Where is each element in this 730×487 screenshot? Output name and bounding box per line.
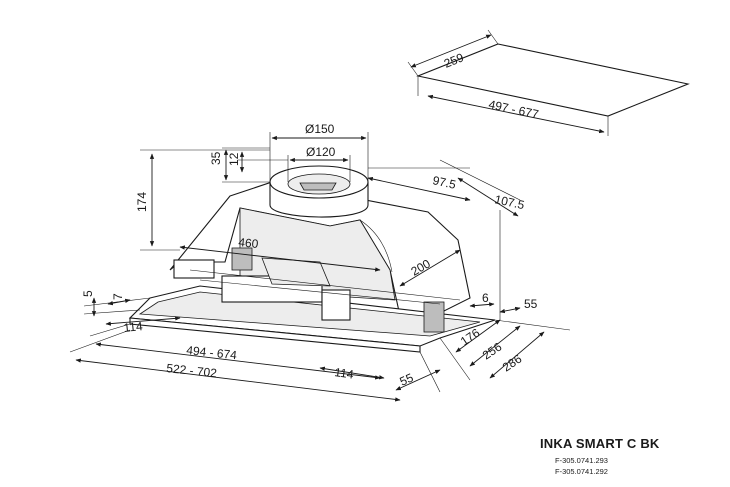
product-name: INKA SMART C BK xyxy=(540,436,660,451)
dim-body-height: 174 xyxy=(135,192,149,212)
dim-front-edge: 55 xyxy=(398,370,416,388)
hood-body xyxy=(128,165,496,353)
dim-depth-c: 286 xyxy=(500,352,525,375)
dim-outlet-offset-b: 107.5 xyxy=(493,192,526,212)
dim-total-width: 522 - 702 xyxy=(166,361,218,380)
dim-flange-left: 7 xyxy=(111,293,125,300)
product-code: F-305.0741.292 xyxy=(555,467,608,476)
dim-flange-h: 5 xyxy=(81,290,95,297)
dim-front-inset: 114 xyxy=(334,365,355,382)
dim-collar-height: 35 xyxy=(209,151,223,165)
dim-left-inset: 114 xyxy=(123,319,144,335)
dim-outlet-inner: Ø120 xyxy=(306,145,336,159)
dim-right-gap: 6 xyxy=(482,291,489,305)
dim-depth-b: 256 xyxy=(480,340,505,363)
dimension-lines xyxy=(69,132,571,402)
product-code: F-305.0741.293 xyxy=(555,456,608,465)
dim-body-width: 460 xyxy=(238,235,260,251)
dim-right-edge: 55 xyxy=(524,297,538,311)
dim-panel-width: 497 - 677 xyxy=(487,97,540,121)
dim-outlet-offset-a: 97.5 xyxy=(431,173,457,192)
ceiling-panel xyxy=(407,29,690,136)
dim-outlet-outer: Ø150 xyxy=(305,122,335,136)
dim-cut-width: 494 - 674 xyxy=(186,343,238,362)
dim-collar-inner: 12 xyxy=(227,152,241,166)
